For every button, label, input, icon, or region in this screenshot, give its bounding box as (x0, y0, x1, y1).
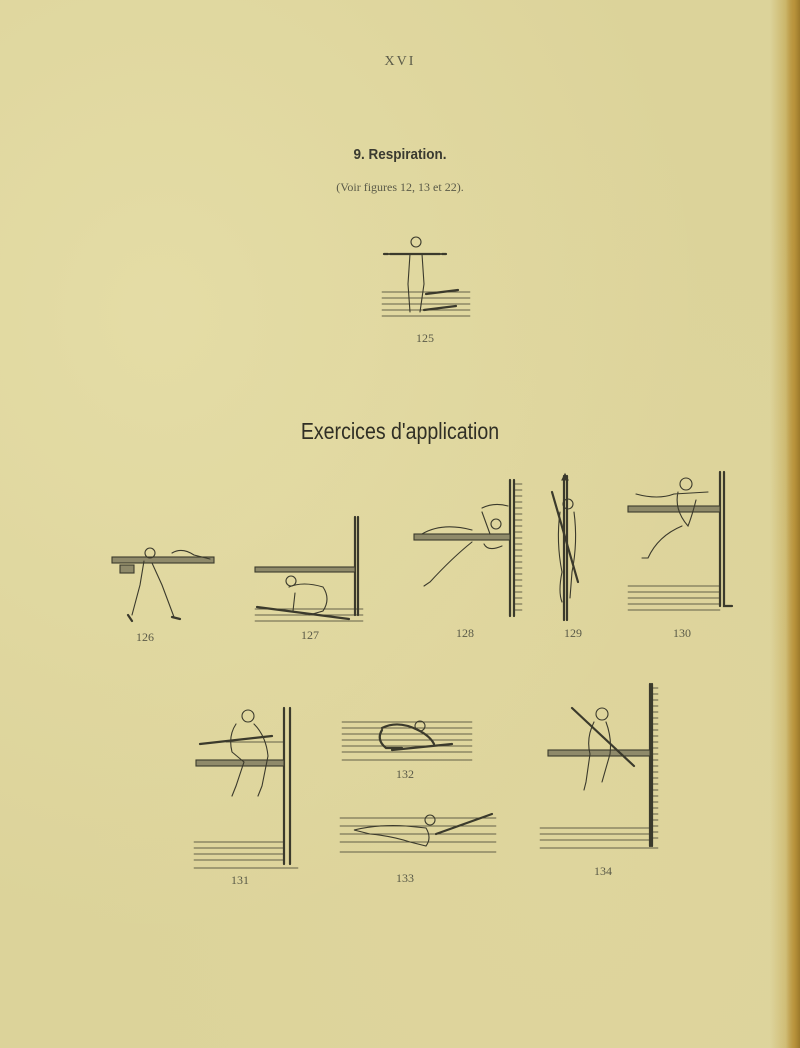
figure-134-illustration (539, 682, 659, 849)
figure-label: 128 (456, 626, 474, 640)
figure-126-illustration (111, 547, 215, 623)
figure-127-illustration (254, 515, 364, 622)
figure-label: 133 (396, 871, 414, 885)
page-number: XVI (384, 54, 416, 69)
figure-label: 125 (416, 331, 434, 345)
figure-130-illustration (627, 470, 734, 611)
figure-133-illustration (339, 812, 497, 853)
figure-128-illustration (413, 478, 523, 618)
figure-125-illustration (381, 236, 471, 317)
subheading: Exercices d'application (300, 418, 500, 444)
figure-label: 130 (673, 626, 691, 640)
figure-label: 131 (231, 873, 249, 887)
figure-label: 127 (301, 628, 319, 642)
section-reference: (Voir figures 12, 13 et 22). (336, 180, 464, 194)
figure-label: 129 (564, 626, 582, 640)
page-edge (786, 0, 800, 1048)
figure-131-illustration (193, 706, 299, 869)
figure-label: 134 (594, 864, 612, 878)
figure-129-illustration (550, 472, 580, 622)
figure-label: 126 (136, 630, 154, 644)
section-title: 9. Respiration. (353, 146, 447, 163)
figure-132-illustration (341, 720, 473, 761)
figure-label: 132 (396, 767, 414, 781)
